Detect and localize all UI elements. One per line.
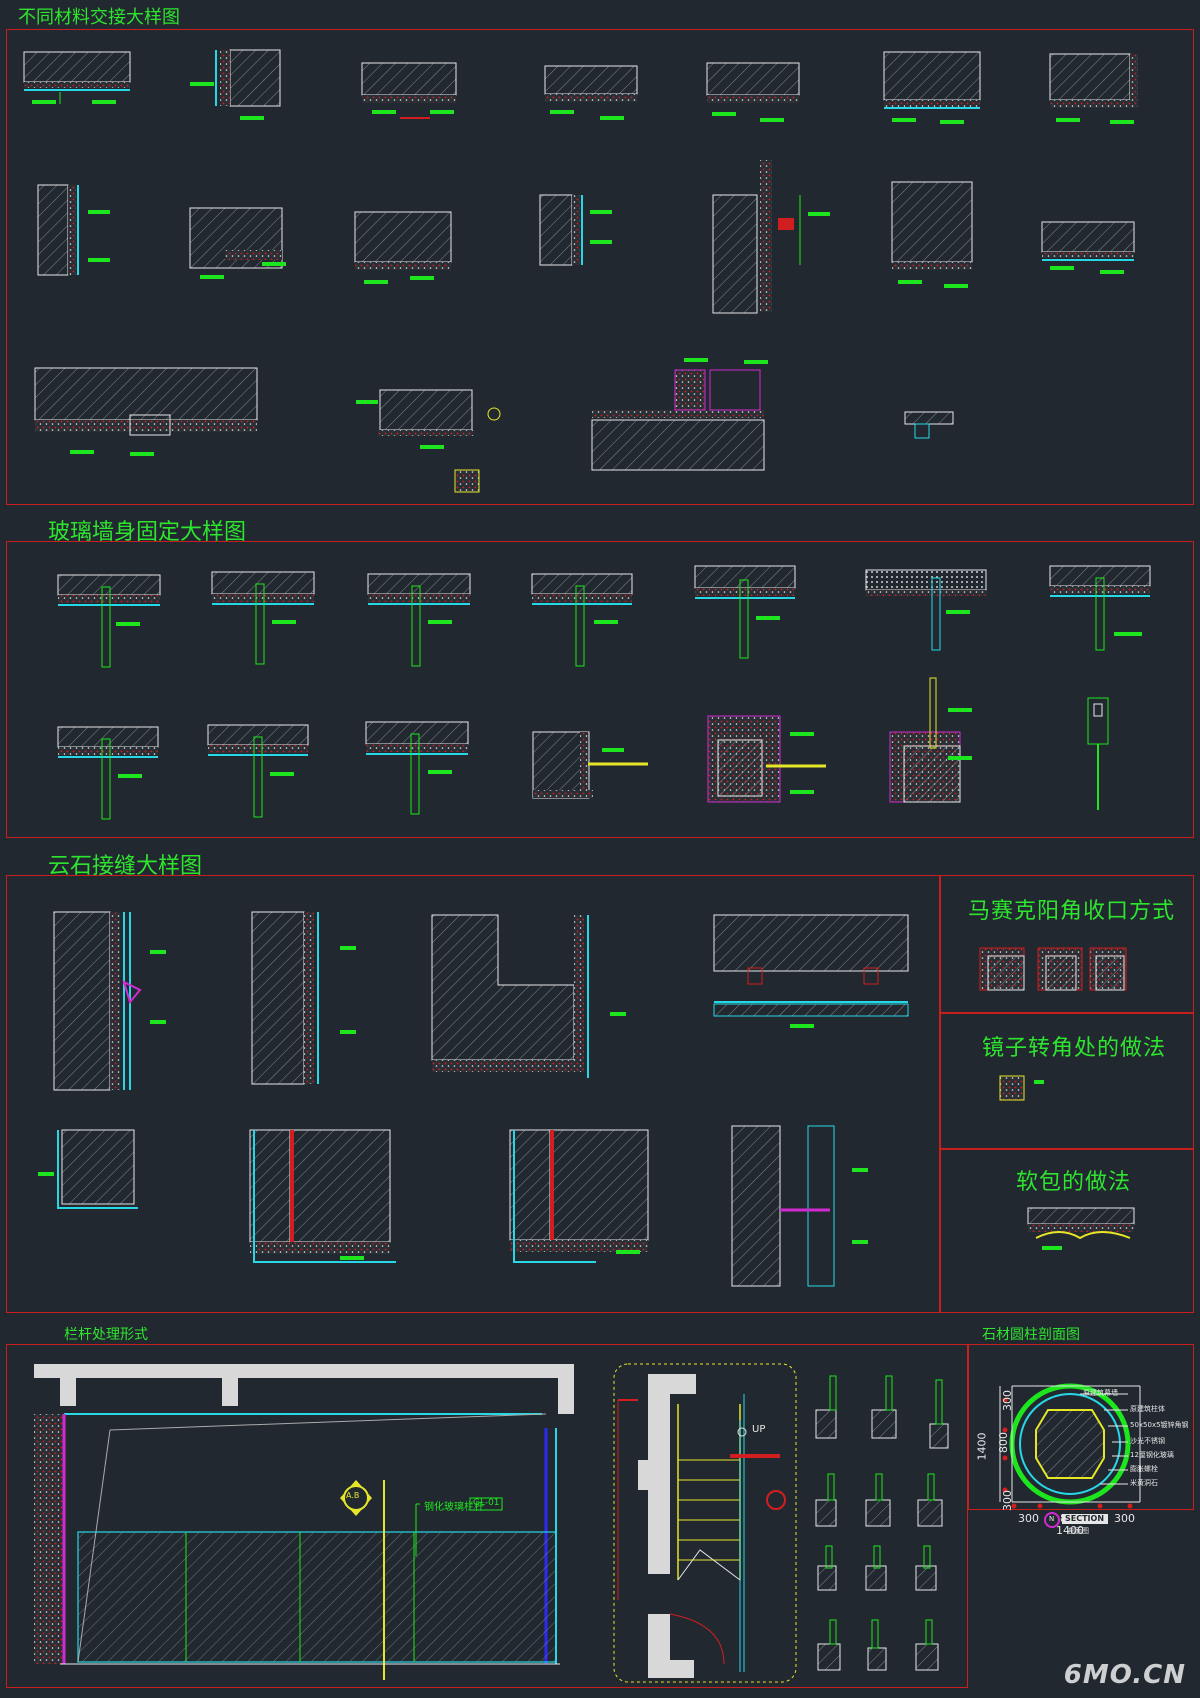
column-note-6: 米黄洞石 <box>1130 1479 1158 1487</box>
column-note-1: 原建筑柱体 <box>1130 1405 1165 1413</box>
material-detail-16 <box>356 389 501 493</box>
material-detail-9 <box>189 207 286 279</box>
material-detail-8 <box>37 184 110 276</box>
stone-detail-8 <box>731 1125 868 1287</box>
material-detail-1 <box>23 51 131 104</box>
column-hdim-left: 300 <box>1018 1512 1039 1525</box>
frame-materials <box>6 29 1194 505</box>
softpack-detail <box>1027 1207 1135 1250</box>
glass-detail-14 <box>1087 697 1109 810</box>
railing-elevation <box>34 1364 574 1680</box>
glass-detail-12 <box>707 715 826 803</box>
material-detail-2 <box>190 49 281 120</box>
glass-details <box>57 565 1151 820</box>
material-details <box>23 49 1138 493</box>
column-section-num: N <box>1049 1515 1055 1523</box>
column-note-0: 原建筑幕墙 <box>1083 1389 1118 1397</box>
column-note-3: 沙光不锈钢 <box>1130 1437 1165 1445</box>
material-detail-12 <box>712 160 830 314</box>
column-section-title: SECTION <box>1065 1514 1105 1523</box>
glass-detail-8 <box>57 726 159 820</box>
section-title-railing: 栏杆处理形式 <box>64 1327 148 1343</box>
frame-glass <box>6 541 1194 838</box>
column-dim-total: 1400 <box>975 1432 989 1461</box>
stone-detail-6 <box>249 1129 396 1263</box>
glass-detail-9 <box>207 724 309 818</box>
glass-detail-7 <box>1049 565 1151 651</box>
section-title-glass: 玻璃墙身固定大样图 <box>48 520 247 545</box>
material-detail-10 <box>354 211 452 284</box>
glass-detail-2 <box>211 571 315 665</box>
glass-detail-6 <box>865 569 987 651</box>
frame-mirror <box>940 1013 1194 1149</box>
frame-mosaic <box>940 875 1194 1013</box>
column-dim-top: 300 <box>1001 1390 1014 1411</box>
column-note-2: 50x50x5镀锌角钢 <box>1130 1421 1189 1429</box>
stone-column-section <box>999 1383 1141 1528</box>
frame-stone <box>6 875 940 1313</box>
material-detail-7 <box>1049 53 1138 124</box>
railing-small-details <box>815 1375 949 1671</box>
mirror-corner-detail <box>999 1075 1044 1101</box>
stone-detail-4 <box>713 914 909 1028</box>
section-title-stone: 云石接缝大样图 <box>48 854 203 879</box>
material-detail-13 <box>891 181 973 288</box>
section-title-materials: 不同材料交接大样图 <box>18 7 180 28</box>
stone-detail-7 <box>509 1129 649 1263</box>
material-detail-11 <box>539 194 612 266</box>
railing-callout: 钢化玻璃栏杆 <box>424 1502 484 1513</box>
glass-detail-13 <box>889 677 972 803</box>
stone-detail-3 <box>431 914 626 1078</box>
column-note-4: 12厘钢化玻璃 <box>1130 1451 1174 1459</box>
frame-column <box>968 1344 1194 1510</box>
glass-detail-1 <box>57 574 161 668</box>
material-detail-6 <box>883 51 981 124</box>
stone-detail-2 <box>251 911 356 1085</box>
material-detail-14 <box>1041 221 1135 274</box>
glass-detail-4 <box>531 573 633 667</box>
section-marker-label: A.B <box>346 1491 360 1500</box>
material-detail-18 <box>904 411 954 439</box>
material-detail-4 <box>544 65 638 120</box>
column-note-5: 膨胀螺栓 <box>1130 1465 1158 1473</box>
column-hdim-mid: 800 <box>1060 1512 1081 1525</box>
column-hdim-right: 300 <box>1114 1512 1135 1525</box>
material-detail-17 <box>591 358 768 471</box>
glass-detail-5 <box>694 565 796 659</box>
section-title-mirror: 镜子转角处的做法 <box>982 1036 1167 1061</box>
column-hdim-total: 1400 <box>1056 1524 1084 1537</box>
section-title-column: 石材圆柱剖面图 <box>982 1327 1080 1343</box>
stone-detail-5 <box>38 1129 138 1209</box>
mosaic-corner-details <box>979 947 1127 991</box>
material-detail-15 <box>34 367 258 456</box>
column-dim-bottom: 300 <box>1001 1490 1014 1511</box>
stair-up-label: UP <box>752 1424 766 1435</box>
glass-detail-3 <box>367 573 471 667</box>
stair-plan <box>613 1363 797 1683</box>
material-detail-5 <box>706 62 800 122</box>
watermark: 6MO.CN <box>1063 1660 1186 1690</box>
glass-detail-11 <box>532 731 648 799</box>
column-dim-mid: 800 <box>997 1432 1010 1453</box>
stone-detail-1 <box>53 911 166 1091</box>
stone-details <box>38 911 909 1287</box>
frame-softpack <box>940 1149 1194 1313</box>
glass-detail-10 <box>365 721 469 815</box>
railing-section-marker <box>340 1480 372 1516</box>
section-title-softpack: 软包的做法 <box>1016 1170 1132 1195</box>
material-detail-3 <box>361 62 457 119</box>
section-title-mosaic: 马赛克阳角收口方式 <box>968 899 1176 924</box>
railing-callout-line <box>415 1497 503 1556</box>
railing-tag: GL-01 <box>473 1498 500 1508</box>
frame-railing <box>6 1344 968 1688</box>
column-section-sub: 剖面图 <box>1068 1527 1089 1535</box>
